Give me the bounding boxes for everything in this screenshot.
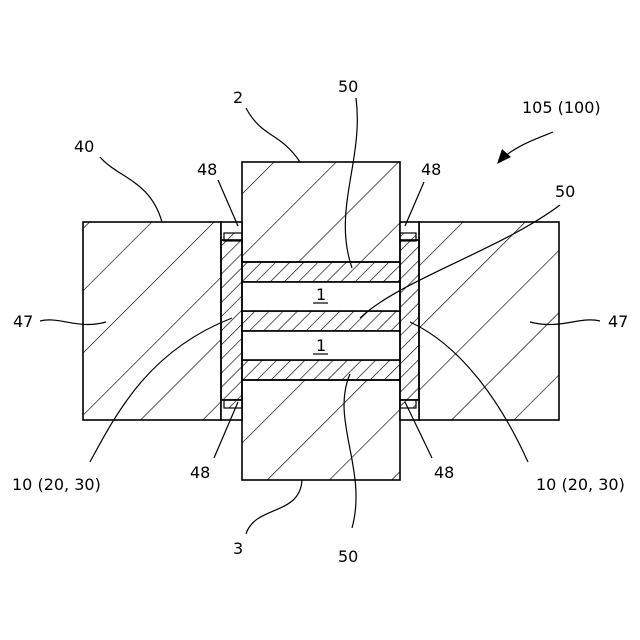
label-lower-block: 3 (233, 539, 243, 558)
spacer-inner-bottom-left (224, 400, 242, 408)
label-assembly: 105 (100) (522, 98, 601, 117)
spacer-inner-top-left (224, 233, 242, 241)
label-side-left: 47 (13, 312, 33, 331)
film-layer-top (242, 262, 400, 282)
assembly-arrow (497, 132, 553, 164)
right-wall (400, 240, 419, 400)
label-wall-left: 10 (20, 30) (12, 475, 101, 494)
label-spacer-br: 48 (434, 463, 454, 482)
label-spacer-bl: 48 (190, 463, 210, 482)
label-film-right: 50 (555, 182, 575, 201)
leader-line-frame (100, 157, 162, 222)
label-cell-lower: 1 (316, 336, 326, 355)
label-upper-block: 2 (233, 88, 243, 107)
label-cell-upper: 1 (316, 285, 326, 304)
upper-block (242, 162, 400, 262)
lower-block (242, 380, 400, 480)
left-wall (221, 240, 242, 400)
label-spacer-tr: 48 (421, 160, 441, 179)
leader-line-spacer-tl (218, 180, 238, 226)
leader-line-lower-block (246, 480, 302, 534)
spacer-inner-top-right (400, 233, 416, 241)
label-frame: 40 (74, 137, 94, 156)
label-spacer-tl: 48 (197, 160, 217, 179)
leader-line-upper-block (246, 108, 300, 162)
label-film-bottom: 50 (338, 547, 358, 566)
label-side-right: 47 (608, 312, 628, 331)
leader-line-spacer-tr (405, 182, 424, 226)
film-layer-bottom (242, 360, 400, 380)
label-film-top: 50 (338, 77, 358, 96)
spacer-inner-bottom-right (400, 400, 416, 408)
right-side-block (419, 222, 559, 420)
label-wall-right: 10 (20, 30) (536, 475, 625, 494)
film-layer-middle (242, 311, 400, 331)
left-side-block (83, 222, 221, 420)
